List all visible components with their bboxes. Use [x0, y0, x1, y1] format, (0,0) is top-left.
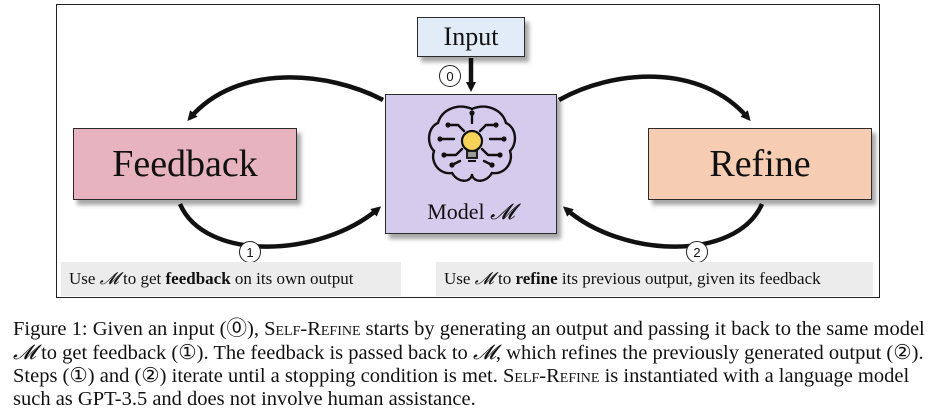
caption-step1: ① [69, 365, 88, 387]
feedback-box: Feedback [73, 128, 297, 200]
left-caption-middle: to get [123, 269, 162, 288]
step-2-label: 2 [693, 244, 701, 260]
caption-symbol: 𝓜 [472, 340, 496, 364]
right-caption-middle: to [498, 269, 512, 288]
brain-circuit-lightbulb-icon [427, 105, 517, 182]
arrow-feedback-to-model [177, 203, 382, 249]
caption-part: ), [247, 318, 265, 340]
right-caption-bold: refine [515, 269, 558, 288]
step-2-badge: 2 [686, 241, 708, 263]
right-caption-symbol: 𝓜 [474, 269, 494, 289]
caption-part: ) iterate until a stopping condition is … [159, 365, 503, 387]
model-box: Model 𝓜 [385, 94, 557, 234]
figure-caption: Figure 1: Given an input (⓪), Self-Refin… [13, 318, 931, 411]
step-0-label: 0 [446, 68, 454, 84]
caption-part: is instantiated with a language model su… [13, 365, 910, 410]
step-0-badge: 0 [439, 65, 461, 87]
caption-part: ). The feedback is passed back to [196, 342, 473, 364]
diagram-frame [56, 4, 880, 298]
left-caption-bold: feedback [165, 269, 231, 288]
caption-self-refine: Self-Refine [264, 318, 361, 340]
caption-part: , which refines the previously generated… [495, 342, 894, 364]
caption-step2: ② [893, 342, 912, 364]
refine-label: Refine [709, 143, 811, 185]
caption-part: Figure 1: Given an input ( [13, 318, 227, 340]
caption-self-refine: Self-Refine [503, 365, 600, 387]
caption-part: ). Steps ( [13, 342, 924, 387]
step-1-badge: 1 [239, 241, 261, 263]
caption-symbol: 𝓜 [13, 340, 36, 364]
right-caption-after: its previous output, given its feedback [561, 269, 821, 288]
left-caption-before: Use [69, 269, 96, 288]
model-label-text: Model [427, 199, 485, 224]
left-caption-after: on its own output [234, 269, 354, 288]
caption-step0: ⓪ [226, 318, 248, 340]
arrow-model-to-feedback [187, 75, 385, 122]
step-1-label: 1 [246, 244, 254, 260]
caption-step1: ① [178, 342, 197, 364]
left-caption-symbol: 𝓜 [99, 269, 119, 289]
arrow-refine-to-model [562, 203, 765, 249]
refine-box: Refine [648, 128, 872, 200]
arrow-model-to-refine [557, 74, 751, 122]
model-label: Model 𝓜 [427, 199, 515, 225]
refine-caption: Use 𝓜 to refine its previous output, giv… [436, 262, 873, 296]
caption-part: ) and ( [87, 365, 142, 387]
caption-part: to get feedback ( [35, 342, 179, 364]
input-box: Input [417, 17, 525, 57]
model-symbol: 𝓜 [490, 200, 515, 225]
feedback-caption: Use 𝓜 to get feedback on its own output [61, 262, 401, 296]
input-label: Input [443, 22, 499, 51]
feedback-label: Feedback [112, 143, 258, 185]
arrows-layer [177, 58, 765, 249]
caption-part: starts by generating an output and passi… [360, 318, 925, 340]
right-caption-before: Use [444, 269, 471, 288]
caption-step2: ② [141, 365, 160, 387]
